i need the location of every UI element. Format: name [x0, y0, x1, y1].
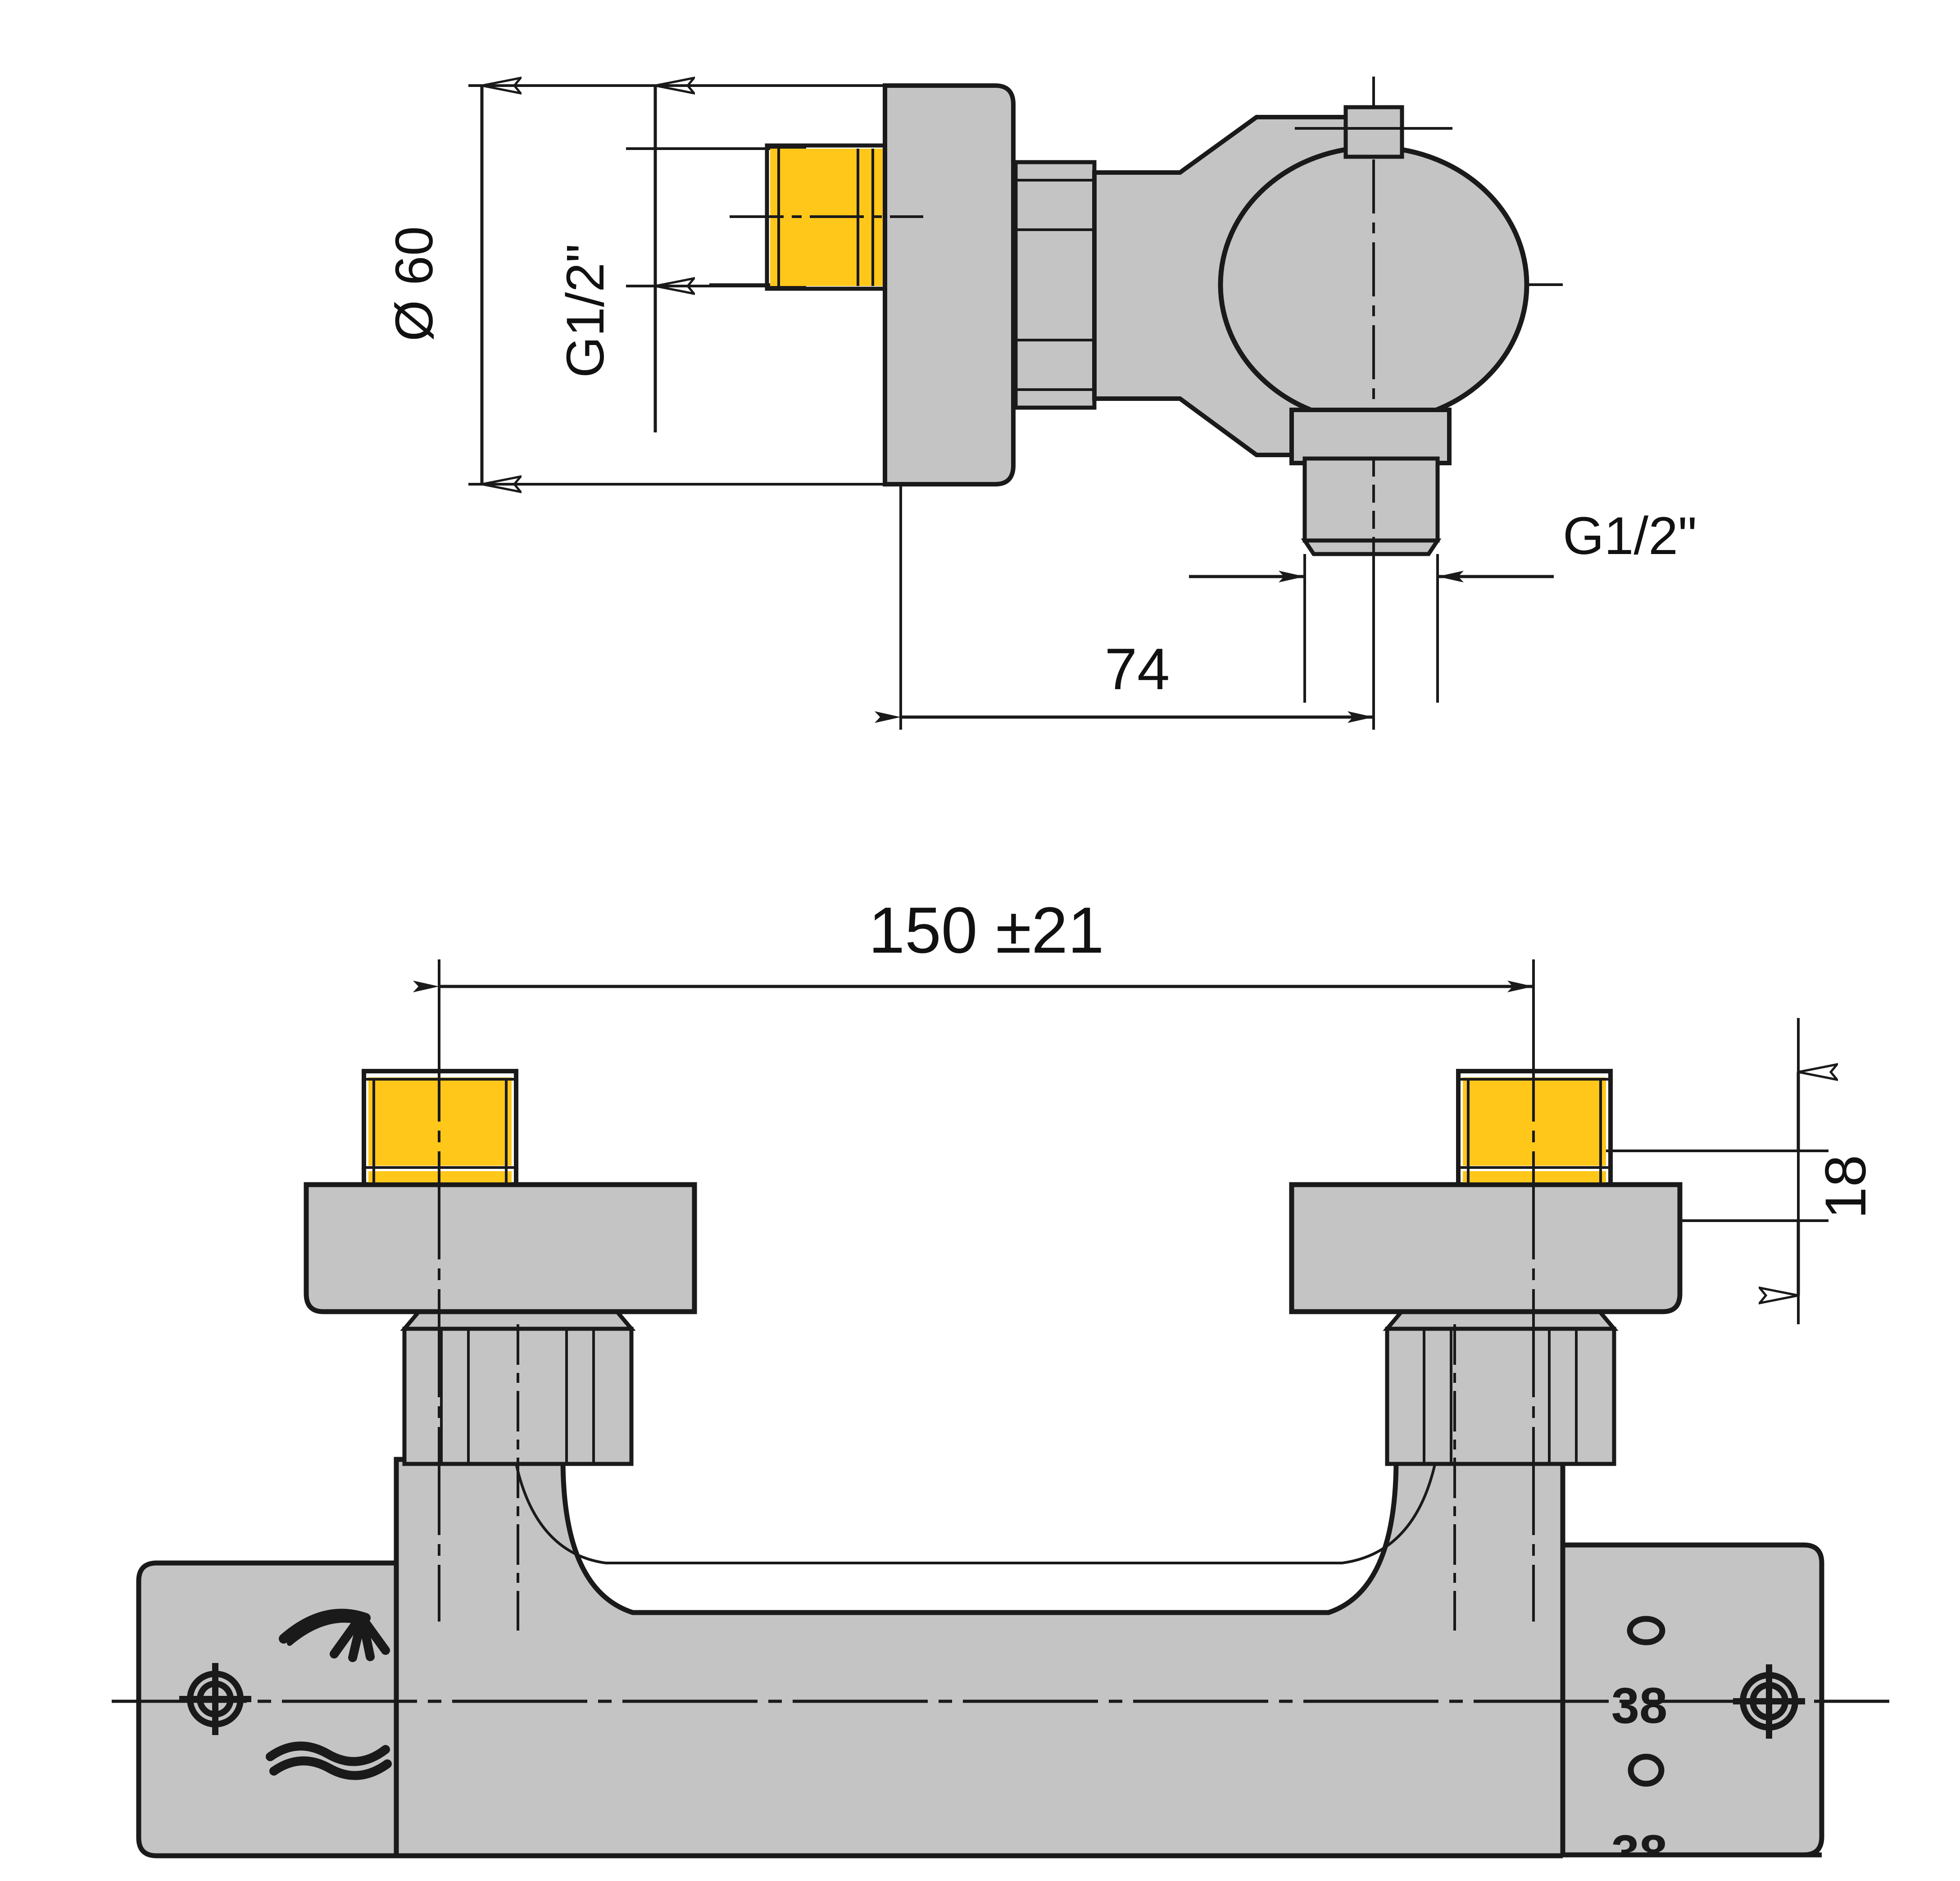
hex-coupling-nut-side [1013, 160, 1097, 410]
dimension-g12-outlet: G1/2" [1189, 506, 1697, 582]
right-hex-nut [1383, 1309, 1619, 1466]
bottom-edge-mask [1563, 1856, 1833, 1881]
mixer-main-body-front [394, 1457, 1565, 1858]
left-end-block [136, 1560, 399, 1858]
temperature-label-38: 38 [1611, 1677, 1668, 1734]
dimension-150: 150 ±21 [413, 894, 1535, 1081]
left-inlet-assembly [304, 1013, 697, 1631]
top-screw-boss [1295, 105, 1452, 159]
dim-label-150: 150 ±21 [868, 894, 1104, 967]
outlet-assembly-side [1289, 408, 1452, 556]
dim-label-18: 18 [1814, 1155, 1878, 1219]
dim-label-74: 74 [1105, 636, 1170, 702]
outlet-extension-lines [899, 484, 1439, 730]
temperature-scale-end-block: 38 38 [1560, 1542, 1833, 1881]
inlet-thread-nipple-side [730, 143, 923, 291]
dim-label-g12-inlet: G1/2" [556, 244, 615, 378]
dim-label-g12-outlet: G1/2" [1563, 506, 1697, 566]
dimension-74: 74 [875, 636, 1374, 723]
side-elevation-view: Ø 60 G1/2" [385, 77, 1697, 730]
water-wave-icon [266, 1741, 392, 1780]
dimension-g12-inlet: G1/2" [556, 86, 655, 432]
left-escutcheon-block [304, 1182, 697, 1314]
right-escutcheon-block [1289, 1182, 1683, 1314]
escutcheon-wall-plate [883, 83, 1016, 486]
function-selector-end-block [136, 1560, 399, 1858]
shower-spray-icon [279, 1608, 390, 1662]
right-inlet-assembly [1289, 1013, 1683, 1631]
scale-dot-lower [1628, 1754, 1665, 1787]
dim-label-dia60: Ø 60 [385, 226, 444, 341]
scale-dot-upper [1627, 1616, 1665, 1645]
crosshair-target-marker-left [179, 1663, 251, 1735]
dimension-dia60: Ø 60 [385, 86, 482, 484]
front-elevation-view: 150 ±21 18 [112, 894, 1889, 1881]
